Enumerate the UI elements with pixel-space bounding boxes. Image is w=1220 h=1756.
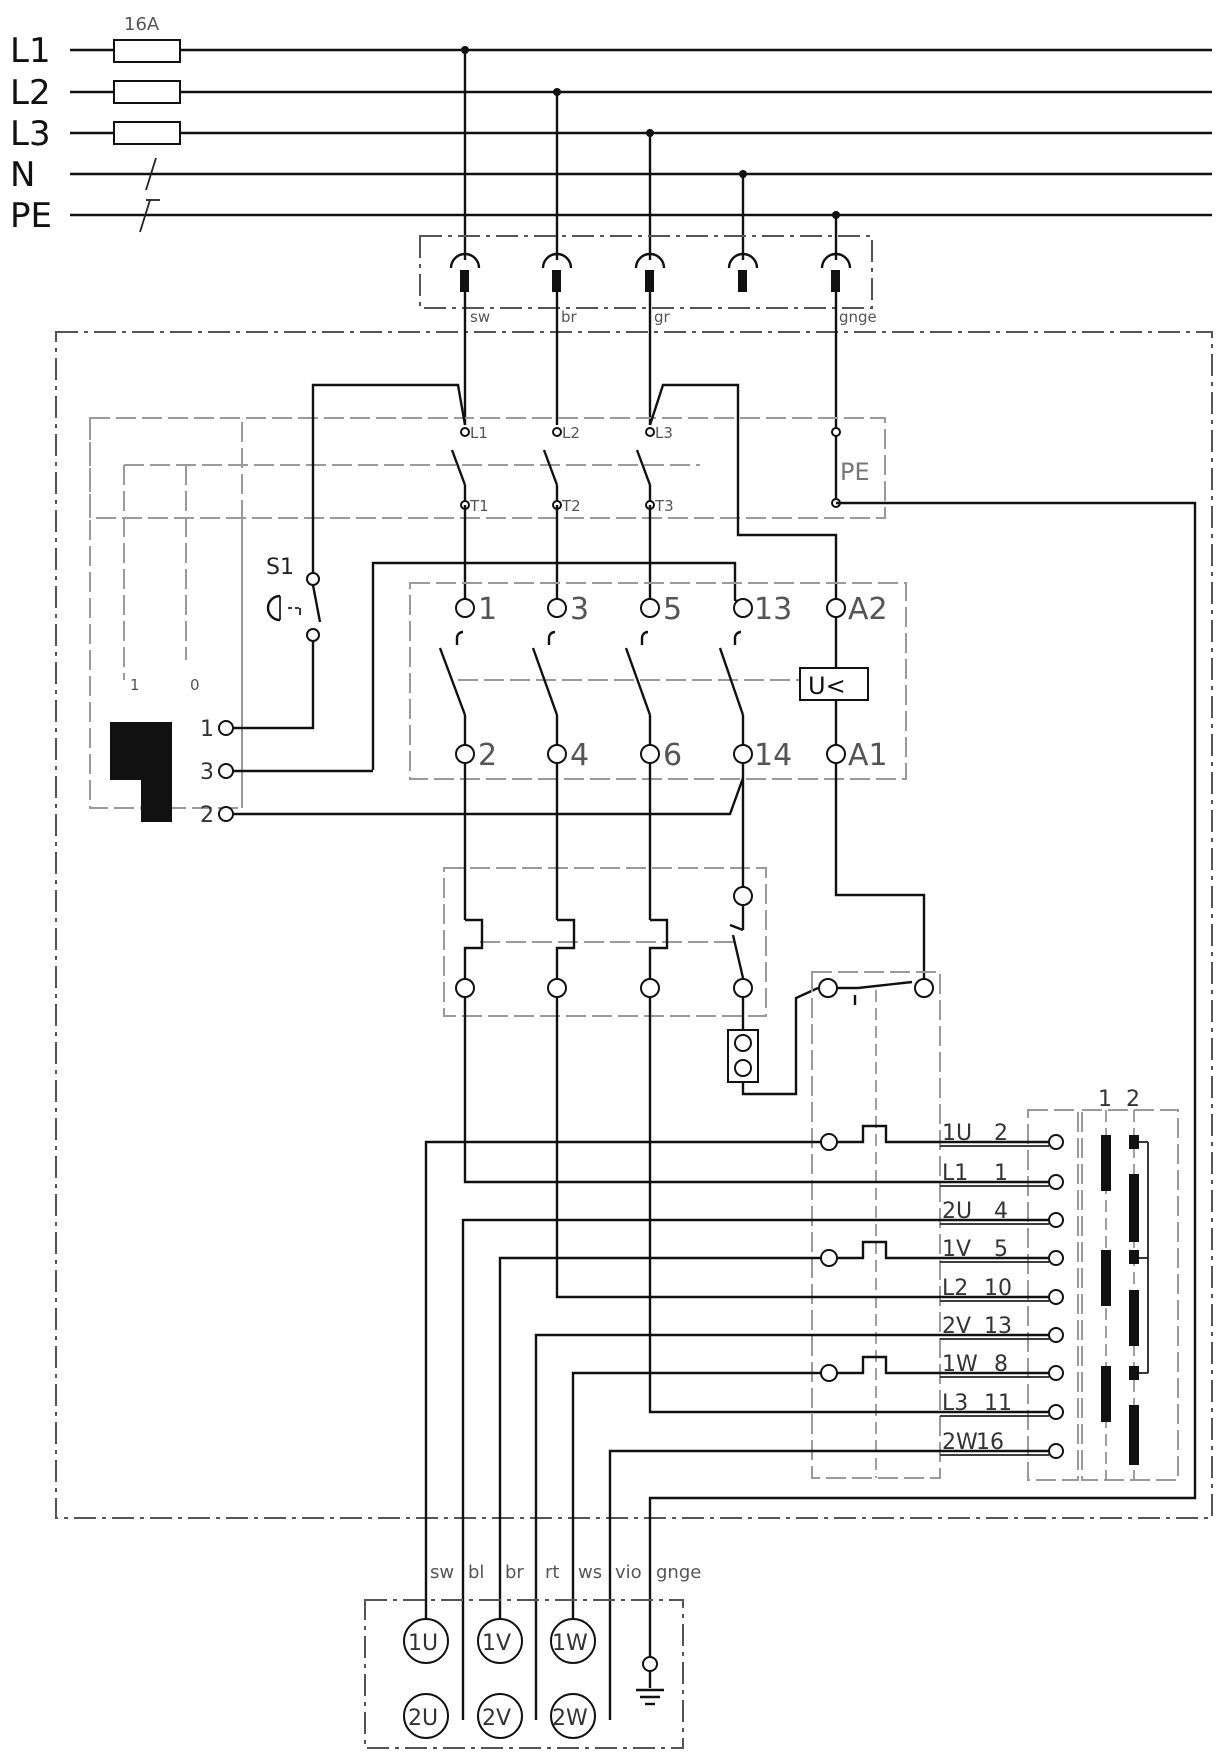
supply-line-label: N (10, 155, 35, 195)
terminal-label: T1 (469, 497, 489, 515)
fuse-rating: 16A (124, 14, 160, 35)
supply-line-label: L3 (10, 114, 51, 154)
wire-color-label: br (561, 308, 578, 326)
winding-label: 1W (552, 1631, 588, 1656)
terminal-row-number: 5 (994, 1237, 1008, 1262)
plug-pin (820, 252, 852, 292)
contactor: 1 3 5 13 A2 U< 2 4 6 14 A1 (409, 582, 907, 780)
terminal-label: L2 (562, 424, 580, 442)
wire-color-label: br (505, 1562, 524, 1583)
thermal-switch (811, 763, 941, 1479)
winding-terminal (403, 1693, 449, 1739)
pe-tick (139, 199, 151, 233)
feed-wires (463, 292, 838, 430)
wire-color-label: bl (468, 1562, 484, 1583)
motor-wiring (424, 997, 1049, 1720)
contactor-terminal: 14 (754, 738, 792, 773)
winding-terminal (550, 1618, 596, 1664)
position-label: 0 (190, 676, 200, 694)
winding-terminal (403, 1618, 449, 1664)
fuse (113, 39, 181, 63)
winding-label: 2U (408, 1706, 438, 1731)
s1-wiring (311, 383, 838, 770)
fuse (113, 121, 181, 145)
supply-lines: L1 L2 L3 N PE (10, 31, 1212, 236)
terminal-row-number: 4 (994, 1199, 1008, 1224)
winding-label: 1V (482, 1631, 511, 1656)
s1-button: S1 (232, 555, 322, 730)
column-label: 1 (1098, 1087, 1112, 1112)
supply-taps (461, 46, 840, 260)
contactor-terminal: 3 (570, 592, 589, 627)
terminal-number: 2 (200, 803, 214, 828)
winding-label: 1U (408, 1631, 438, 1656)
contactor-terminal: 1 (478, 592, 497, 627)
pe-label: PE (840, 458, 870, 486)
terminal-row-number: 8 (994, 1352, 1008, 1377)
winding-label: 2W (552, 1706, 588, 1731)
ground-icon (636, 1688, 664, 1706)
contactor-terminal: A2 (848, 592, 888, 627)
motor-wire-colors: sw bl br rt ws vio gnge (430, 1562, 701, 1583)
wire-color-label: gr (654, 308, 671, 326)
overload-relay (443, 763, 819, 1096)
contactor-terminal: 2 (478, 738, 497, 773)
coil-label: U< (808, 672, 846, 700)
terminal-label: L1 (470, 424, 488, 442)
motor-terminal-box: 1U 1V 1W 2U 2V 2W (364, 1599, 684, 1749)
wire-color-label: ws (578, 1562, 602, 1583)
position-label: 1 (130, 676, 140, 694)
enclosure-outline (55, 331, 1213, 1519)
undervoltage-coil (799, 667, 869, 701)
terminal-label: T3 (654, 497, 674, 515)
winding-label: 2V (482, 1706, 511, 1731)
winding-terminal (550, 1693, 596, 1739)
contactor-terminal: A1 (848, 738, 888, 773)
terminal-label: L3 (655, 424, 673, 442)
wire-color-label: gnge (839, 308, 877, 326)
switch-handle (110, 722, 172, 780)
contactor-terminal: 5 (663, 592, 682, 627)
s1-label: S1 (266, 555, 294, 580)
terminal-row-number: 1 (994, 1161, 1008, 1186)
column-label: 2 (1126, 1087, 1140, 1112)
supply-line-label: PE (10, 196, 52, 236)
main-switch-poles: L1 L2 L3 T1 T2 T3 PE (450, 424, 1197, 1658)
winding-terminal (477, 1693, 523, 1739)
supply-line-label: L2 (10, 73, 51, 113)
wire-color-label: sw (430, 1562, 454, 1583)
terminal-block: 1 2 1U L1 2U 1V L2 2V 1W L3 2W 2 1 4 5 1… (940, 1087, 1179, 1481)
winding-terminal (477, 1618, 523, 1664)
fuses: 16A (113, 14, 181, 233)
switch-terminals: 1 0 1 3 2 (110, 676, 745, 828)
wire-color-label: vio (615, 1562, 642, 1583)
wire-color-label: rt (545, 1562, 559, 1583)
wire-color-label: gnge (656, 1562, 701, 1583)
plug-pin (449, 252, 481, 292)
plug-pin (727, 252, 759, 292)
fuse (113, 80, 181, 104)
contactor-terminal: 4 (570, 738, 589, 773)
plug-connector: sw br gr gnge (419, 235, 877, 326)
plug-pin (541, 252, 573, 292)
plug-pin (634, 252, 666, 292)
terminal-number: 1 (200, 717, 214, 742)
supply-line-label: L1 (10, 31, 51, 71)
terminal-label: T2 (561, 497, 581, 515)
contactor-terminal: 6 (663, 738, 682, 773)
ground-terminal (642, 1656, 658, 1672)
neutral-tick (145, 157, 157, 191)
contactor-terminal: 13 (754, 592, 792, 627)
terminal-number: 3 (200, 760, 214, 785)
terminal-row-number: 2 (994, 1121, 1008, 1146)
wire-color-label: sw (470, 308, 490, 326)
